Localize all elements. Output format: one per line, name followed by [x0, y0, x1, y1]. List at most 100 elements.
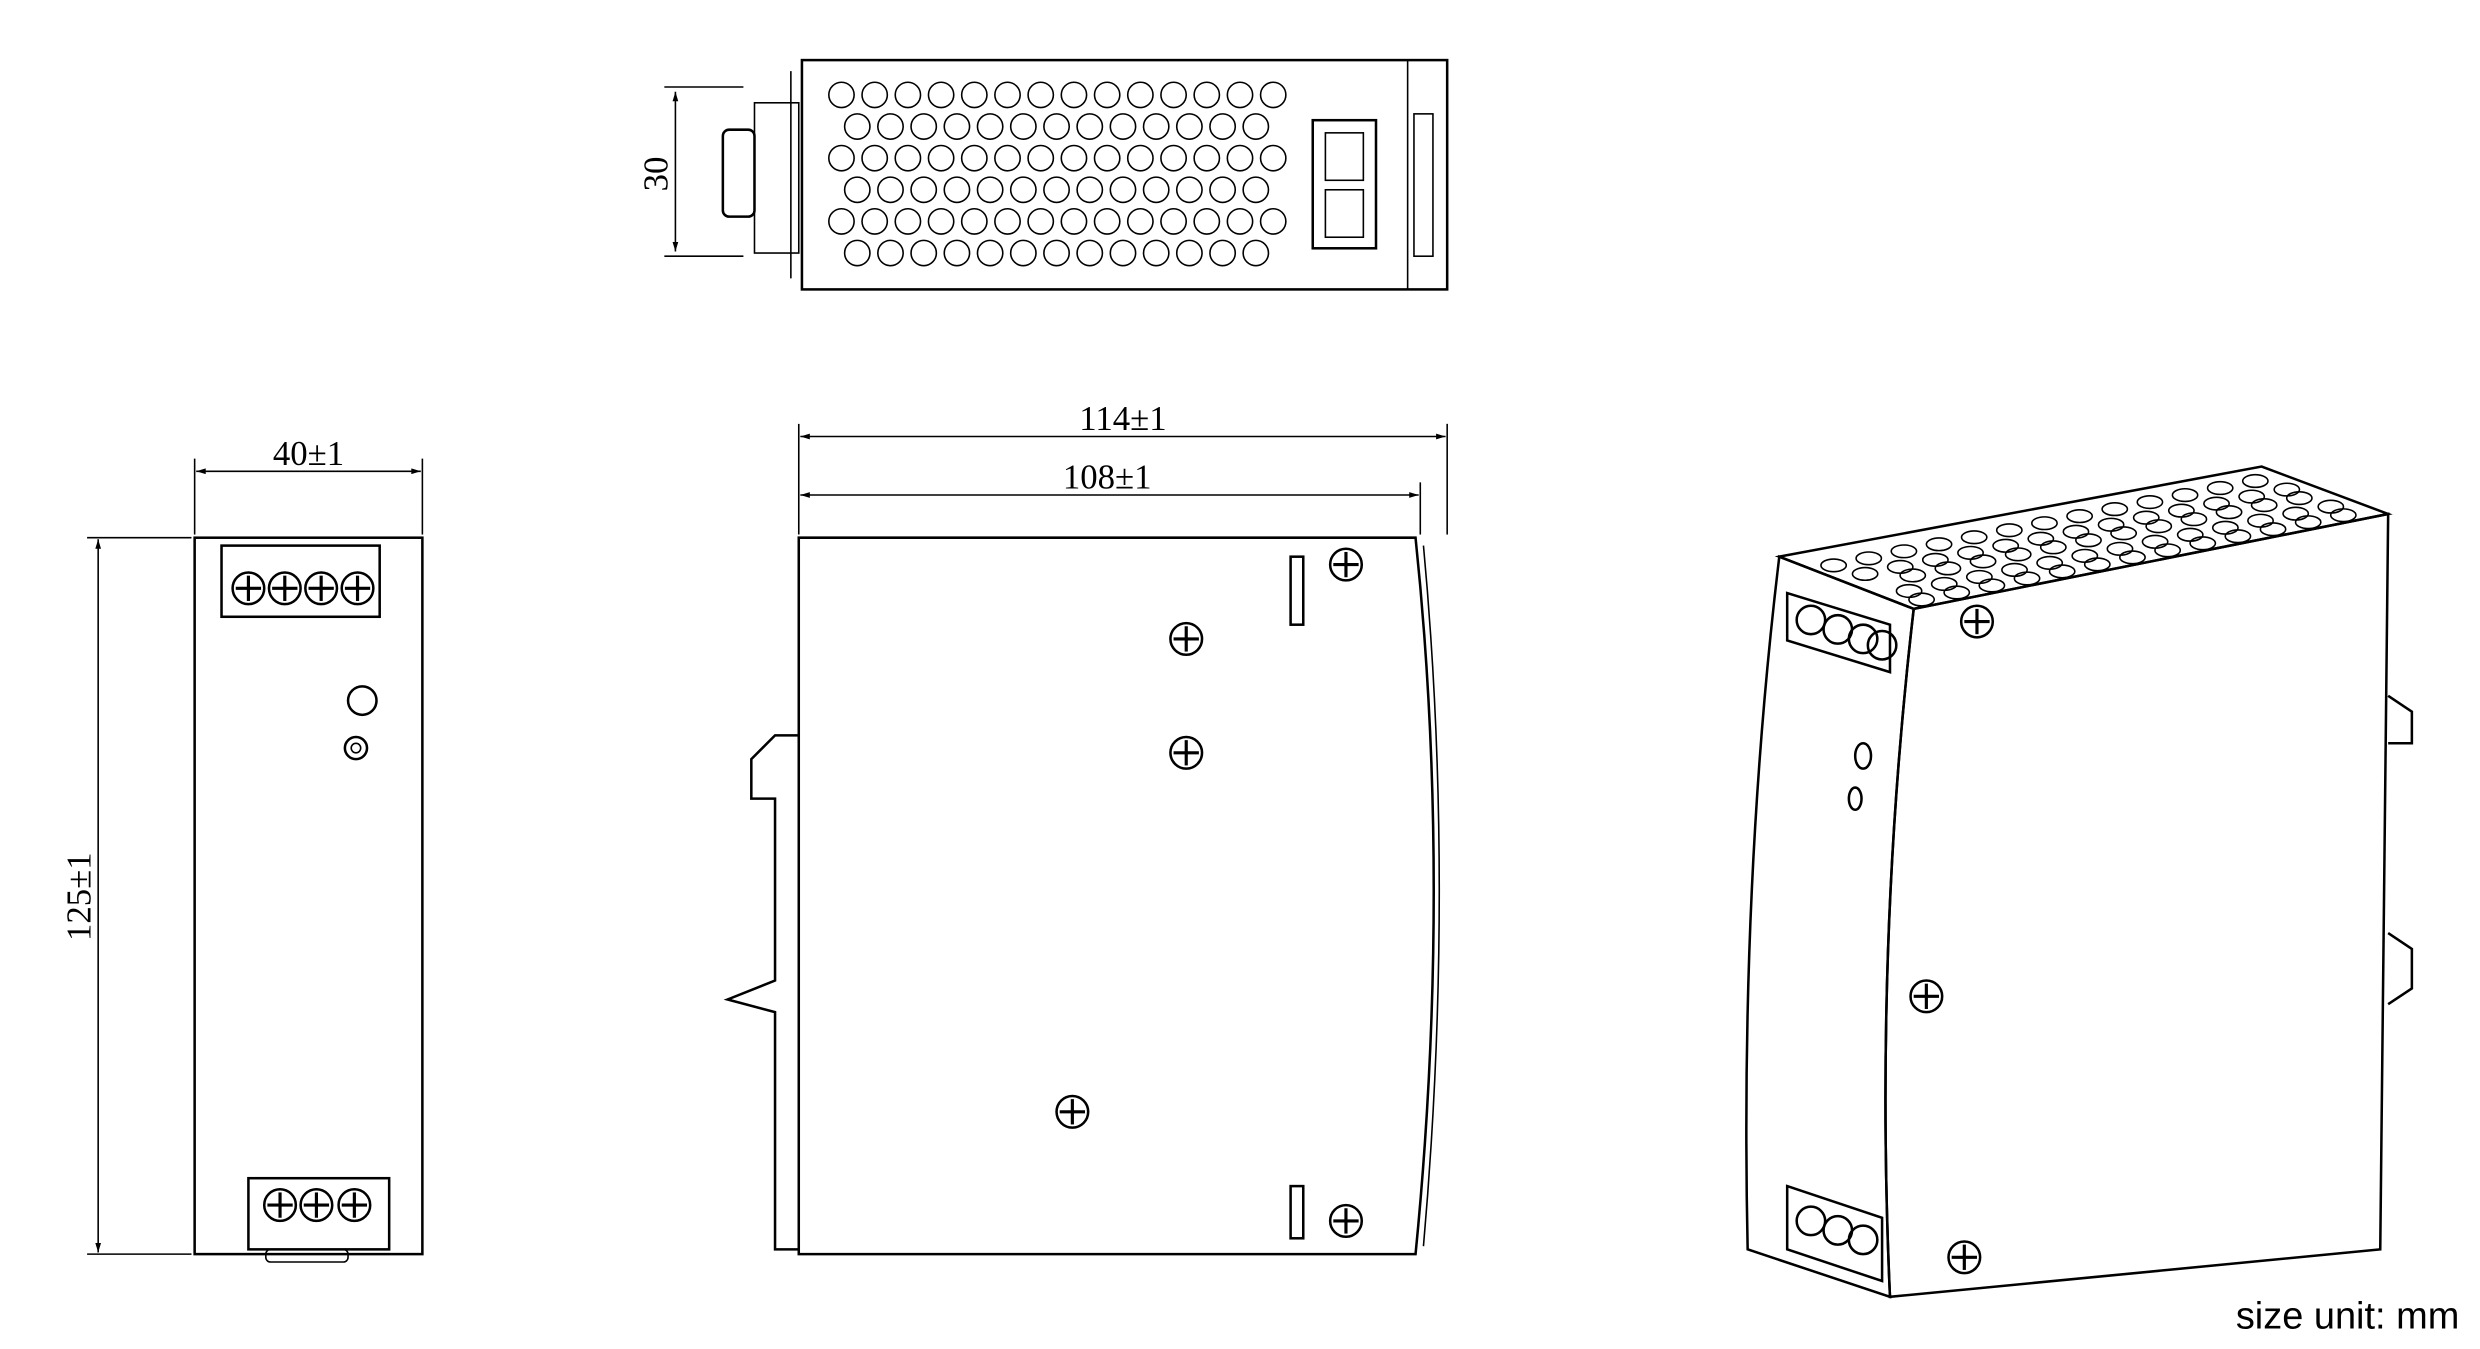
- iso-top-face: [1774, 465, 2393, 611]
- vent-hole: [2211, 520, 2239, 535]
- vent-hole: [1925, 537, 1953, 552]
- vent-hole: [1160, 81, 1188, 109]
- vent-hole: [1226, 144, 1254, 172]
- vent-hole: [2097, 517, 2125, 532]
- vent-hole: [1109, 176, 1137, 204]
- vent-hole: [1226, 207, 1254, 235]
- vent-hole: [1209, 113, 1237, 140]
- vent-hole: [960, 207, 988, 235]
- vent-hole: [1965, 569, 1993, 585]
- vent-hole: [2206, 480, 2234, 496]
- vent-holes-iso: [1820, 473, 2357, 607]
- vent-hole: [1209, 176, 1237, 204]
- vent-hole: [1160, 144, 1188, 172]
- vent-hole: [1960, 530, 1988, 545]
- vent-hole: [2294, 515, 2322, 530]
- vent-hole: [1957, 545, 1984, 560]
- vent-hole: [910, 239, 938, 267]
- vent-hole: [1934, 561, 1962, 576]
- vent-hole: [861, 144, 889, 172]
- vent-hole: [2027, 531, 2055, 546]
- vent-hole: [1060, 81, 1088, 109]
- vent-hole: [894, 207, 922, 235]
- vent-hole: [2171, 487, 2199, 503]
- vent-hole: [2132, 510, 2160, 525]
- vent-hole: [1259, 144, 1287, 172]
- iso-side-face: [1745, 554, 1916, 1299]
- dim-114: 114±1: [1079, 399, 1166, 438]
- vent-hole: [843, 239, 871, 267]
- vent-hole: [2136, 494, 2164, 510]
- vent-hole: [960, 144, 988, 172]
- vent-hole: [1043, 176, 1070, 204]
- vent-hole: [1242, 176, 1270, 204]
- vent-hole: [927, 144, 955, 172]
- dim-108: 108±1: [1063, 458, 1152, 497]
- vent-hole: [2167, 503, 2195, 518]
- vent-hole: [1126, 81, 1154, 109]
- vent-hole: [2145, 519, 2173, 534]
- vent-hole: [910, 113, 938, 140]
- vent-hole: [976, 176, 1004, 204]
- vent-hole: [2119, 550, 2146, 565]
- vent-hole: [1027, 81, 1055, 109]
- vent-hole: [2250, 498, 2278, 513]
- vent-hole: [1992, 538, 2020, 553]
- vent-hole: [2071, 548, 2099, 563]
- vent-hole: [976, 239, 1004, 267]
- vent-hole: [2039, 540, 2067, 555]
- vent-hole: [877, 176, 904, 204]
- vent-hole: [943, 239, 971, 267]
- din-clip: [721, 128, 756, 218]
- vent-hole: [1995, 523, 2023, 538]
- vent-hole: [943, 176, 971, 204]
- vent-hole: [1009, 239, 1037, 267]
- vent-hole: [2110, 526, 2138, 541]
- vent-hole: [2031, 516, 2058, 531]
- iso-front-face: [1884, 512, 2390, 1299]
- vent-hole: [2141, 534, 2169, 549]
- vent-hole: [1209, 239, 1237, 267]
- vent-hole: [910, 176, 938, 204]
- vent-hole: [1060, 207, 1088, 235]
- vent-hole: [2259, 522, 2287, 537]
- vent-hole: [1043, 239, 1070, 267]
- vent-hole: [1093, 144, 1121, 172]
- vent-hole: [2215, 505, 2243, 520]
- dim-125: 125±1: [59, 852, 98, 941]
- vent-hole: [943, 113, 971, 140]
- vent-hole: [1142, 176, 1170, 204]
- vent-hole: [1109, 239, 1137, 267]
- vent-hole: [2189, 536, 2217, 551]
- vent-hole: [1193, 81, 1221, 109]
- unit-note: size unit: mm: [2236, 1295, 2459, 1337]
- vent-hole: [843, 113, 871, 140]
- vent-hole: [2106, 541, 2134, 556]
- vent-hole: [828, 207, 855, 235]
- vent-hole: [1027, 144, 1055, 172]
- dim-30: 30: [637, 157, 676, 192]
- vent-hole: [927, 81, 955, 109]
- vent-hole: [2036, 555, 2064, 570]
- vent-hole: [1076, 113, 1104, 140]
- vent-hole: [2013, 571, 2041, 586]
- vent-hole: [828, 81, 855, 109]
- voltage-adjust-pot: [343, 735, 369, 761]
- top-view: 30: [637, 58, 1449, 291]
- vent-hole: [2285, 490, 2313, 506]
- vent-hole: [1930, 576, 1958, 592]
- vent-hole: [1851, 566, 1879, 582]
- vent-hole: [2329, 508, 2357, 523]
- vent-hole: [1142, 239, 1170, 267]
- vent-hole: [1908, 592, 1936, 607]
- input-terminal: [220, 544, 381, 619]
- vent-hole: [2066, 509, 2094, 524]
- vent-hole: [2075, 533, 2102, 548]
- vent-hole: [1175, 239, 1203, 267]
- vent-hole: [2101, 502, 2129, 517]
- vent-hole: [994, 207, 1021, 235]
- vent-hole: [1978, 578, 2006, 593]
- vent-hole: [1899, 568, 1927, 583]
- vent-hole: [2048, 564, 2076, 579]
